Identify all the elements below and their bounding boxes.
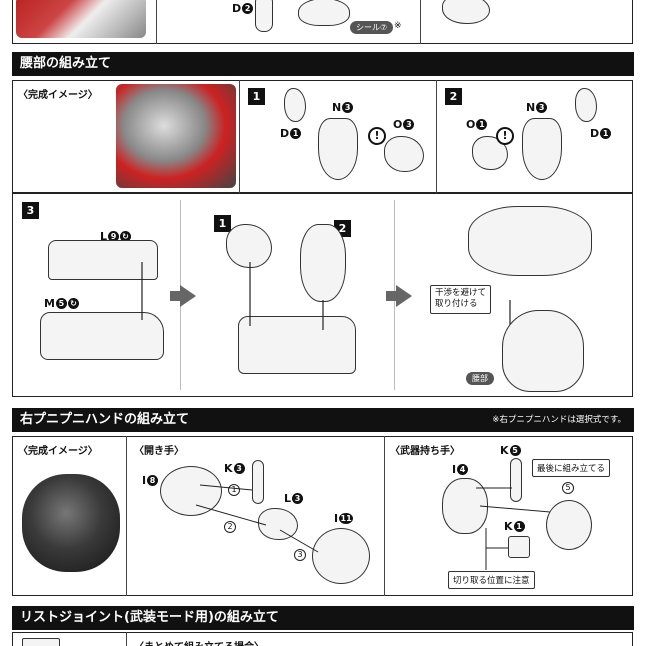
top-divider-right xyxy=(420,0,422,44)
hand-weapon-part-pin xyxy=(510,458,522,502)
hand-weapon-cut-callout: 切り取る位置に注意 xyxy=(448,571,535,589)
waist-s2-body xyxy=(522,118,562,180)
wrist-section-frame xyxy=(12,632,633,646)
hand-weapon-step-5: 5 xyxy=(562,482,574,494)
waist-step-1: 1 xyxy=(248,88,265,105)
hand-preview-photo xyxy=(22,474,120,572)
hand-weapon-part-block xyxy=(508,536,530,558)
top-part-leg xyxy=(255,0,273,32)
top-divider-left xyxy=(156,0,158,44)
waist-s1-warning-icon: ! xyxy=(368,127,386,145)
hand-open-part-pin xyxy=(252,460,264,504)
rotate-icon: ↻ xyxy=(120,231,132,242)
waist-step-2: 2 xyxy=(445,88,462,105)
waist-s2-warning-icon: ! xyxy=(496,127,514,145)
waist-preview-photo xyxy=(116,84,236,188)
waist-part-label: 腰部 xyxy=(466,372,494,385)
top-preview-photo xyxy=(16,0,146,38)
hand-divider-2 xyxy=(384,436,386,596)
wrist-thumb xyxy=(22,638,60,646)
waist-s2-ear xyxy=(575,88,597,122)
top-part-right xyxy=(442,0,490,24)
waist-s3-arrow-2 xyxy=(386,285,412,307)
hand-open-step-1: 1 xyxy=(228,484,240,496)
waist-s3-part-l xyxy=(48,240,158,280)
waist-s3-final-bows xyxy=(468,206,592,276)
hand-open-part-palm xyxy=(160,466,222,516)
waist-preview-title: 〈完成イメージ〉 xyxy=(18,90,98,101)
hand-open-step-3: 3 xyxy=(294,549,306,561)
waist-interference-callout: 干渉を避けて 取り付ける xyxy=(430,285,492,314)
waist-s3-arrow-1 xyxy=(170,285,196,307)
waist-s3-part-m xyxy=(40,312,164,360)
hand-selection-note: ※右プニプニハンドは選択式です。 xyxy=(492,415,626,425)
waist-s3-mid-bow-left xyxy=(226,224,272,268)
hand-weapon-title: 〈武器持ち手〉 xyxy=(390,446,460,457)
waist-s3-final-skirt xyxy=(502,310,584,392)
hand-open-step-2: 2 xyxy=(224,521,236,533)
waist-s1-body xyxy=(318,118,358,180)
hand-divider-1 xyxy=(126,436,128,596)
hand-weapon-last-callout: 最後に組み立てる xyxy=(532,459,611,477)
waist-s3-mid-base xyxy=(238,316,356,374)
rotate-icon: ↻ xyxy=(67,298,79,309)
waist-divider-1 xyxy=(239,80,241,193)
waist-s3-mid-step-1: 1 xyxy=(214,215,231,232)
waist-s3-mid-bow-right xyxy=(300,224,346,302)
waist-section-header: 腰部の組み立て xyxy=(12,52,634,76)
waist-divider-2 xyxy=(436,80,438,193)
hand-section-header: 右プニプニハンドの組み立て ※右プニプニハンドは選択式です。 xyxy=(12,408,634,432)
hand-open-part-fingers xyxy=(312,528,370,584)
waist-s1-ear xyxy=(284,88,306,122)
top-part-bow xyxy=(298,0,350,26)
waist-s1-side xyxy=(384,136,424,172)
hand-weapon-part-fingers xyxy=(546,500,592,550)
sticker-label: シール⑦ xyxy=(350,21,394,34)
wrist-section-header: リストジョイント(武装モード用)の組み立て xyxy=(12,606,634,630)
waist-step-3: 3 xyxy=(22,202,39,219)
sticker-mark: ※ xyxy=(394,21,402,31)
hand-weapon-part-palm xyxy=(442,478,488,534)
wrist-divider xyxy=(126,632,128,646)
hand-preview-title: 〈完成イメージ〉 xyxy=(18,446,98,457)
hand-open-title: 〈開き手〉 xyxy=(134,446,184,457)
hand-open-part-joint xyxy=(258,508,298,540)
wrist-subtitle: 〈まとめて組み立てる場合〉 xyxy=(134,638,264,646)
